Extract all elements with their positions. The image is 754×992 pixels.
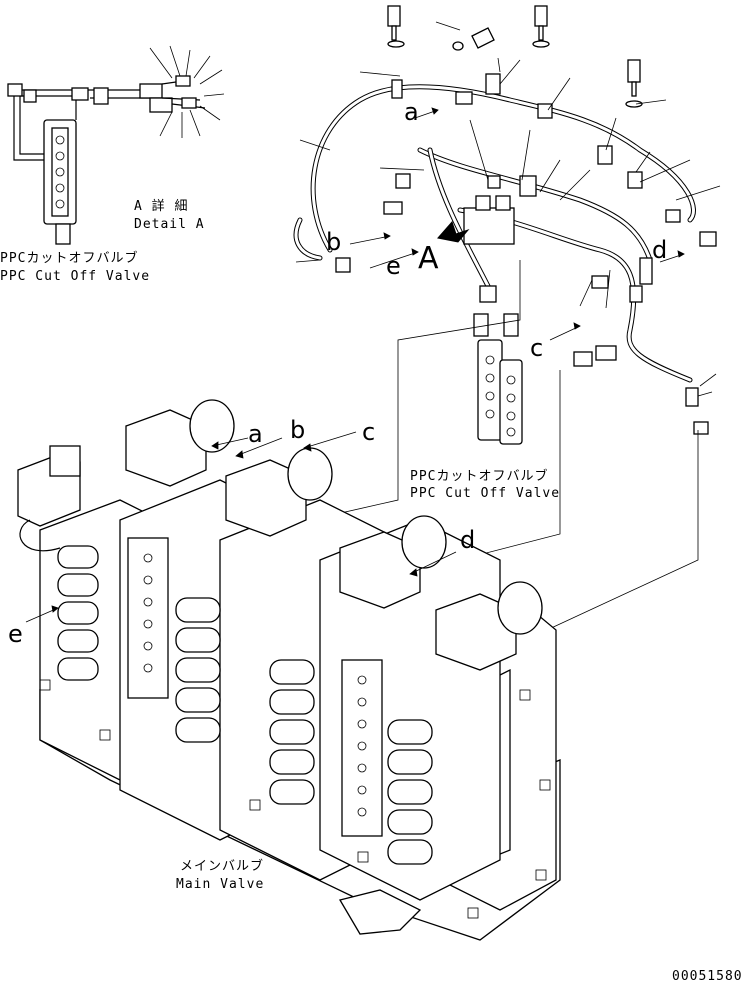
letter-b-upper: b	[326, 228, 341, 256]
main-valve-en-label: Main Valve	[176, 877, 264, 892]
ppc-cutoff-mid-en-label: PPC Cut Off Valve	[410, 486, 560, 501]
main-valve-jp-label: メインバルブ	[180, 858, 264, 874]
letter-a-upper: a	[404, 98, 419, 126]
letter-c-upper: c	[530, 334, 543, 362]
ppc-cutoff-mid-jp-label: PPCカットオフバルブ	[410, 468, 548, 484]
letter-b-lower: b	[290, 416, 305, 444]
letter-e-upper: e	[386, 252, 401, 280]
ppc-cutoff-top-en-label: PPC Cut Off Valve	[0, 269, 150, 284]
letter-e-lower: e	[8, 620, 23, 648]
detail-a-drawing	[7, 45, 225, 245]
detail-a-jp-label: A 詳 細	[134, 198, 188, 214]
letter-a-lower: a	[248, 420, 263, 448]
hose-harness	[293, 5, 721, 445]
direction-arrows-upper	[349, 107, 685, 341]
letter-d-upper: d	[652, 236, 667, 264]
direction-arrows-lower	[25, 431, 457, 623]
main-valve-drawing	[17, 399, 561, 941]
letter-c-lower: c	[362, 418, 375, 446]
ppc-cutoff-top-jp-label: PPCカットオフバルブ	[0, 250, 138, 266]
view-arrow-label: A	[418, 241, 439, 276]
letter-d-lower: d	[460, 526, 475, 554]
detail-a-en-label: Detail A	[134, 217, 205, 232]
part-number: 00051580	[672, 969, 743, 984]
